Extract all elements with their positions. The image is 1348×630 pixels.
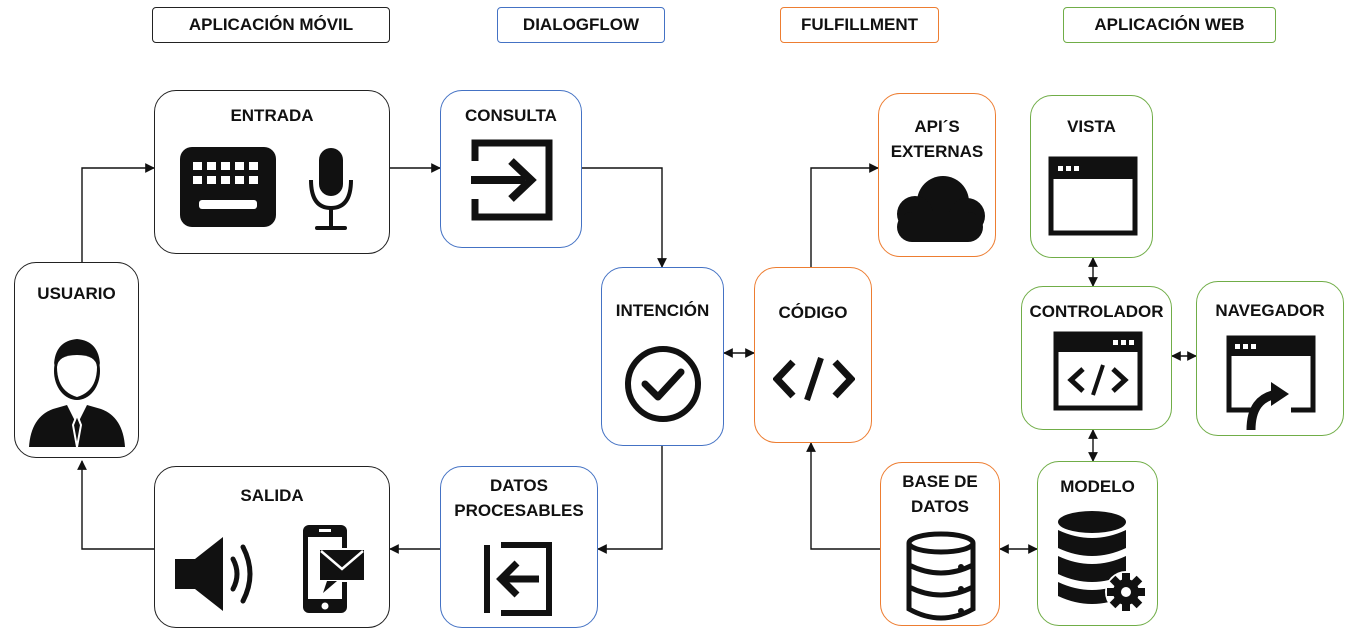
- user-icon: [29, 339, 125, 448]
- node-modelo: MODELO: [1037, 461, 1158, 626]
- node-consulta: CONSULTA: [440, 90, 582, 248]
- node-navegador: NAVEGADOR: [1196, 281, 1344, 436]
- browser-upload-icon: [1226, 335, 1316, 430]
- node-vista-label: VISTA: [1067, 117, 1116, 136]
- node-codigo-label: CÓDIGO: [778, 303, 848, 322]
- header-dialogflow: DIALOGFLOW: [497, 7, 665, 43]
- speaker-icon: [175, 537, 253, 611]
- node-controlador-label: CONTROLADOR: [1029, 302, 1164, 321]
- node-datos-procesables: DATOS PROCESABLES: [440, 466, 598, 628]
- arrow-salida-usuario: [77, 460, 154, 550]
- node-base-de-datos: BASE DE DATOS: [880, 462, 1000, 626]
- header-fulfillment: FULFILLMENT: [780, 7, 939, 43]
- node-intencion: INTENCIÓN: [601, 267, 724, 446]
- keyboard-icon: [180, 147, 276, 227]
- node-usuario-label: USUARIO: [37, 284, 116, 303]
- node-vista: VISTA: [1030, 95, 1153, 258]
- microphone-icon: [309, 148, 353, 230]
- code-icon: [773, 357, 855, 401]
- cloud-icon: [897, 176, 985, 242]
- arrow-consulta-intencion: [582, 167, 667, 268]
- node-modelo-label: MODELO: [1060, 477, 1135, 496]
- node-entrada-label: ENTRADA: [230, 106, 314, 125]
- node-intencion-label: INTENCIÓN: [615, 301, 710, 320]
- arrow-codigo-apis: [810, 163, 879, 267]
- node-usuario: USUARIO: [14, 262, 139, 458]
- arrow-intencion-datos: [597, 446, 663, 554]
- checkmark-circle-icon: [625, 346, 701, 422]
- arrow-usuario-entrada: [81, 163, 155, 262]
- browser-window-icon: [1048, 156, 1138, 236]
- header-aplicacion-web: APLICACIÓN WEB: [1063, 7, 1276, 43]
- node-datos-label: DATOS PROCESABLES: [454, 476, 584, 520]
- node-consulta-label: CONSULTA: [465, 106, 557, 125]
- node-navegador-label: NAVEGADOR: [1215, 301, 1325, 320]
- code-window-icon: [1053, 331, 1143, 411]
- mobile-message-icon: [303, 525, 366, 613]
- node-salida-label: SALIDA: [240, 486, 304, 505]
- login-arrow-icon: [471, 139, 553, 221]
- node-salida: SALIDA: [154, 466, 390, 628]
- node-apis-externas: API´S EXTERNAS: [878, 93, 996, 257]
- logout-arrow-icon: [484, 542, 552, 616]
- node-apis-label: API´S EXTERNAS: [890, 117, 984, 161]
- header-aplicacion-movil: APLICACIÓN MÓVIL: [152, 7, 390, 43]
- arrow-base-codigo: [806, 442, 880, 550]
- database-gear-icon: [1058, 511, 1147, 613]
- node-base-label: BASE DE DATOS: [902, 472, 978, 516]
- node-controlador: CONTROLADOR: [1021, 286, 1172, 430]
- node-entrada: ENTRADA: [154, 90, 390, 254]
- node-codigo: CÓDIGO: [754, 267, 872, 443]
- database-icon: [906, 531, 976, 621]
